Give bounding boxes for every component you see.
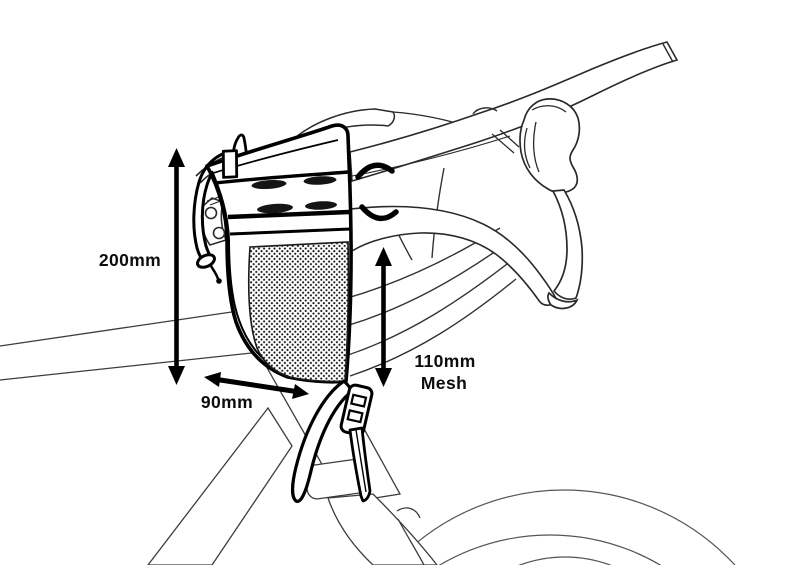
cord-end bbox=[216, 278, 222, 284]
down-tube bbox=[147, 406, 293, 565]
bar-bump bbox=[472, 107, 498, 115]
dimension-label-mesh: 110mm bbox=[414, 351, 475, 371]
dimension-arrow-90mm bbox=[204, 372, 309, 399]
hood-bar-junction bbox=[491, 133, 515, 154]
strap-keeper bbox=[221, 149, 239, 179]
bag-lid-bottom-line bbox=[214, 170, 349, 185]
dimension-label-height: 200mm bbox=[99, 250, 161, 270]
dimension-sublabel-mesh: Mesh bbox=[421, 373, 467, 393]
bag-edge-inner-line bbox=[211, 170, 283, 373]
brake-lever bbox=[547, 189, 584, 310]
mounting-strap bbox=[291, 379, 374, 504]
dimension-label-width: 90mm bbox=[201, 392, 253, 412]
top-tube bbox=[0, 308, 271, 381]
lever-tip bbox=[547, 291, 579, 310]
bag-band-line-lower bbox=[229, 227, 351, 236]
strap-buckle bbox=[339, 383, 374, 437]
handlebar-bar bbox=[349, 41, 679, 183]
brake-hood bbox=[491, 98, 581, 194]
clamp-ring-lower bbox=[359, 204, 399, 222]
mesh-pocket bbox=[247, 241, 350, 383]
cord-knot bbox=[196, 253, 216, 269]
clamp-ring-upper bbox=[355, 162, 395, 180]
cables bbox=[343, 167, 517, 377]
bar-end-cap bbox=[662, 43, 674, 63]
vent-slots bbox=[251, 176, 337, 214]
dimension-arrow-200mm bbox=[168, 148, 185, 385]
front-wheel-arcs bbox=[392, 489, 736, 565]
handlebar-drop bbox=[350, 205, 558, 306]
dimension-arrow-110mm bbox=[375, 247, 392, 387]
bag-band-line-upper bbox=[227, 209, 350, 220]
fork-crown bbox=[327, 493, 438, 565]
handlebar-bag bbox=[205, 123, 353, 384]
